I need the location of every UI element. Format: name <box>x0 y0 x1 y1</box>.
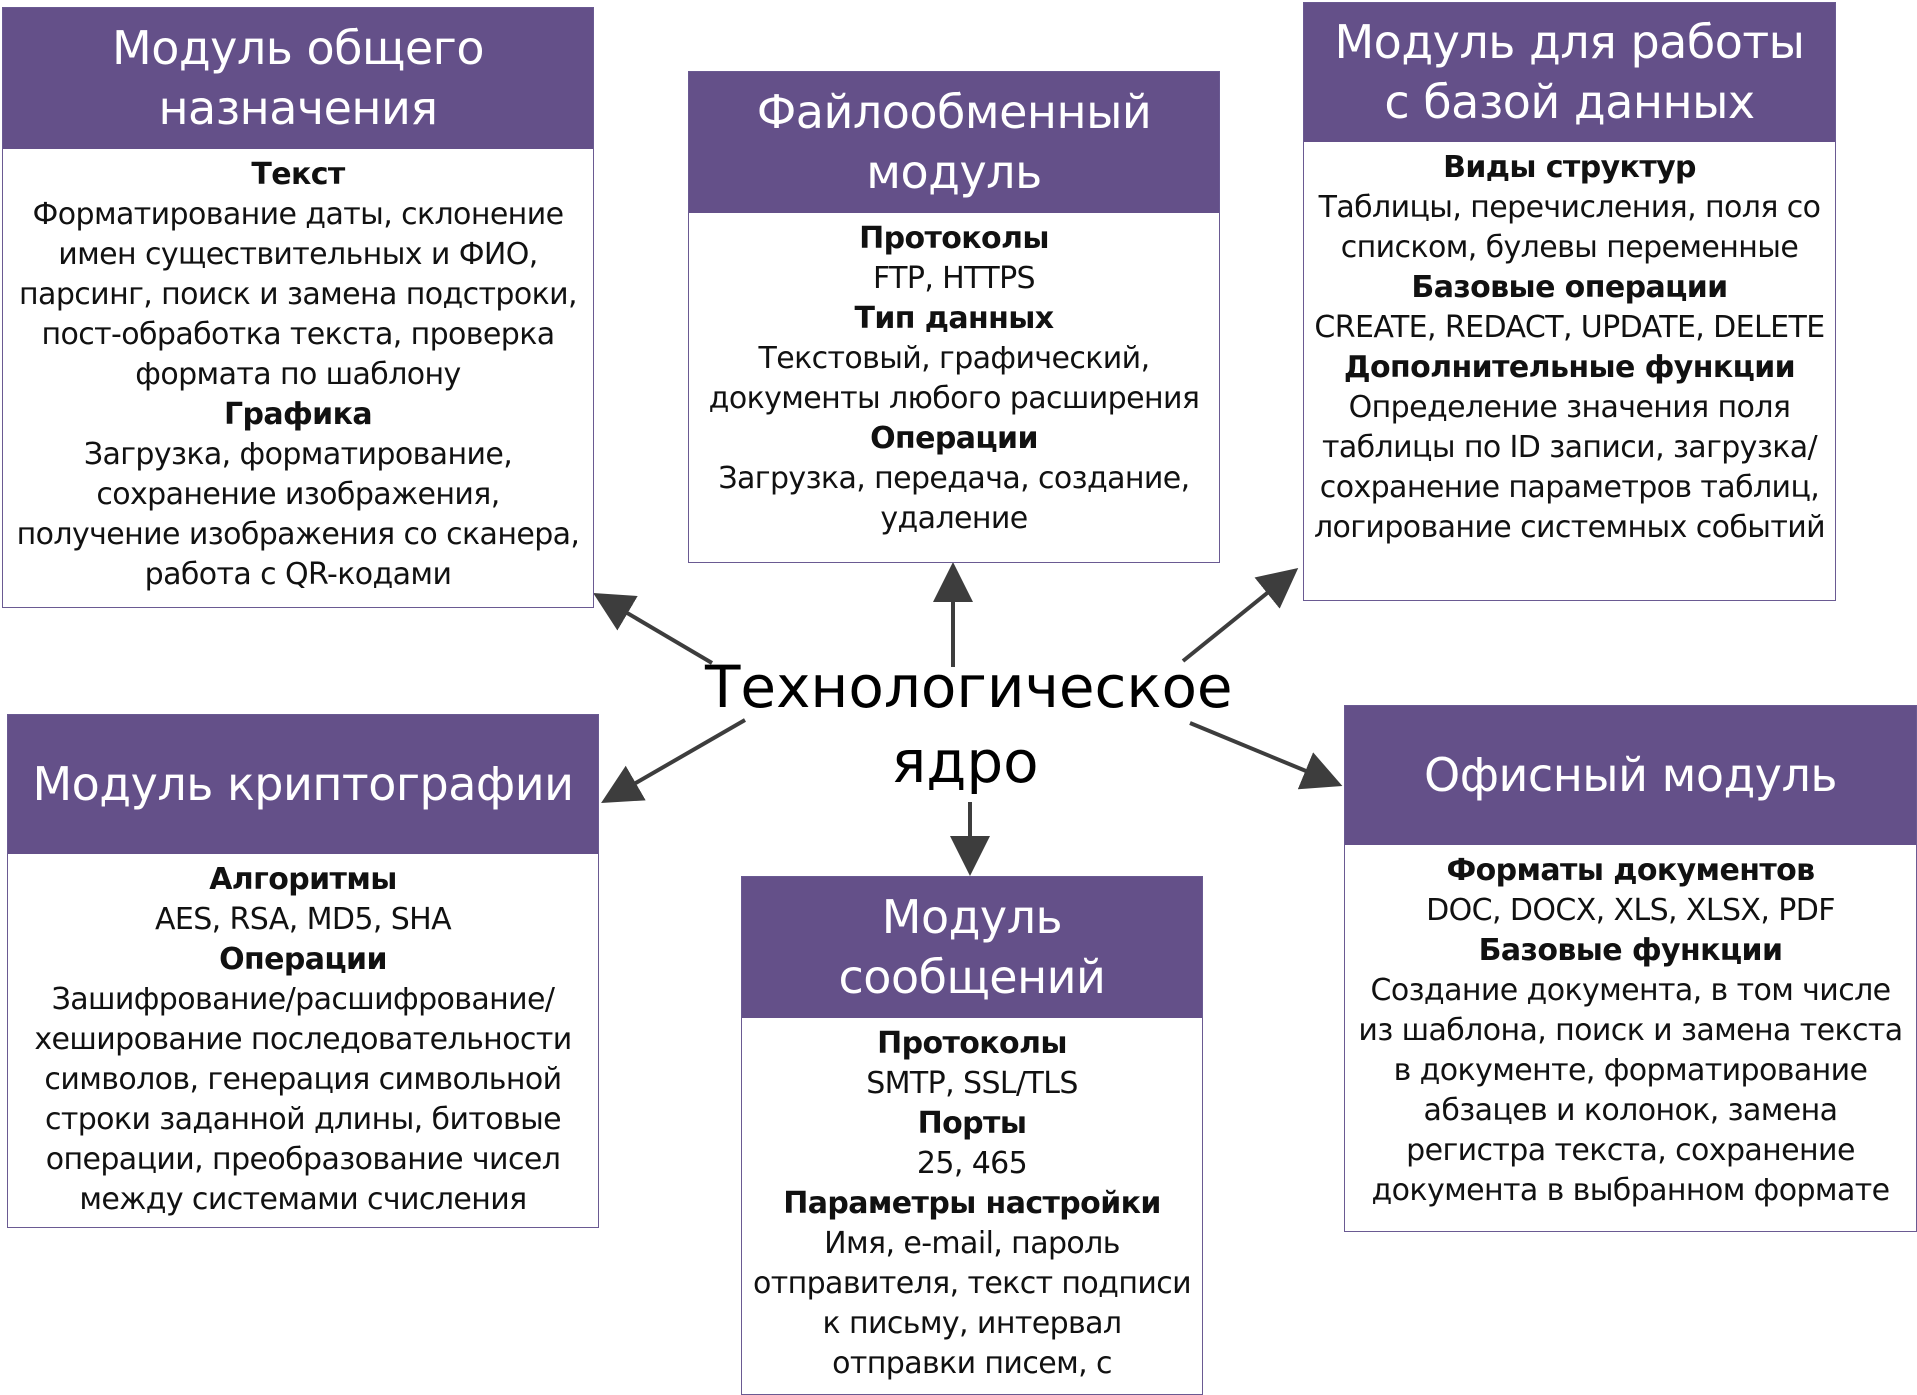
module-office-title-line1: Офисный модуль <box>1423 747 1838 802</box>
module-general: Модуль общего назначения Текст Форматиро… <box>2 7 594 608</box>
module-file: Файлообменный модуль Протоколы FTP, HTTP… <box>688 71 1220 563</box>
section-title: Порты <box>917 1106 1027 1141</box>
section-title: Параметры настройки <box>783 1186 1161 1221</box>
section-text: SMTP, SSL/TLS <box>866 1066 1078 1101</box>
section-title: Тип данных <box>854 301 1054 336</box>
module-database-title-line2: с базой данных <box>1384 74 1755 129</box>
module-crypto-title-line1: Модуль криптографии <box>32 756 574 811</box>
section-text: Форматирование даты, склонение имен суще… <box>19 197 578 392</box>
module-messages-body: Протоколы SMTP, SSL/TLS Порты 25, 465 Па… <box>742 1018 1202 1384</box>
module-messages: Модуль сообщений Протоколы SMTP, SSL/TLS… <box>741 876 1203 1395</box>
section-title: Графика <box>223 397 373 432</box>
section-title: Базовые операции <box>1411 270 1728 305</box>
module-general-header: Модуль общего назначения <box>3 8 593 149</box>
arrow-to-crypto-module <box>601 718 746 803</box>
section-title: Форматы документов <box>1446 853 1815 888</box>
arrow-to-general-module <box>593 592 714 665</box>
core-label-line2: ядро <box>891 728 1039 797</box>
section-text: DOC, DOCX, XLS, XLSX, PDF <box>1426 893 1835 928</box>
module-crypto: Модуль криптографии Алгоритмы AES, RSA, … <box>7 714 599 1228</box>
section-title: Протоколы <box>859 221 1049 256</box>
core-label: Технологическое ядро <box>705 650 1233 801</box>
section-text: 25, 465 <box>916 1146 1028 1181</box>
core-label-line1: Технологическое <box>705 653 1233 721</box>
module-messages-title-line2: сообщений <box>838 949 1106 1004</box>
module-crypto-body: Алгоритмы AES, RSA, MD5, SHA Операции За… <box>8 854 598 1220</box>
module-messages-title-line1: Модуль <box>881 889 1063 944</box>
section-text: Таблицы, перечисления, поля со списком, … <box>1318 190 1821 265</box>
section-title: Текст <box>251 157 345 192</box>
section-text: Создание документа, в том числе из шабло… <box>1358 973 1903 1208</box>
section-text: Загрузка, передача, создание, удаление <box>718 461 1190 536</box>
section-title: Протоколы <box>877 1026 1067 1061</box>
module-database-body: Виды структур Таблицы, перечисления, пол… <box>1304 142 1835 548</box>
section-text: Имя, e-mail, пароль отправителя, текст п… <box>752 1226 1192 1381</box>
module-office-header: Офисный модуль <box>1345 706 1916 845</box>
module-file-title-line2: модуль <box>866 144 1042 199</box>
section-text: Загрузка, форматирование, сохранение изо… <box>16 437 580 592</box>
module-file-body: Протоколы FTP, HTTPS Тип данных Текстовы… <box>689 213 1219 539</box>
module-general-title-line2: назначения <box>158 80 438 135</box>
section-text: Зашифрование/расшифрование/ хеширование … <box>34 982 572 1217</box>
section-title: Виды структур <box>1443 150 1696 185</box>
arrow-to-office-module <box>1189 721 1343 790</box>
module-office-body: Форматы документов DOC, DOCX, XLS, XLSX,… <box>1345 845 1916 1211</box>
section-title: Операции <box>870 421 1038 456</box>
module-file-title-line1: Файлообменный <box>756 84 1152 139</box>
module-file-header: Файлообменный модуль <box>689 72 1219 213</box>
module-database-header: Модуль для работы с базой данных <box>1304 3 1835 142</box>
module-general-title-line1: Модуль общего <box>112 20 484 75</box>
section-title: Базовые функции <box>1478 933 1783 968</box>
module-database: Модуль для работы с базой данных Виды ст… <box>1303 2 1836 601</box>
module-database-title-line1: Модуль для работы <box>1334 14 1805 69</box>
section-text: Определение значения поля таблицы по ID … <box>1313 390 1826 545</box>
module-crypto-header: Модуль криптографии <box>8 715 598 854</box>
section-title: Дополнительные функции <box>1343 350 1796 385</box>
section-text: Текстовый, графический, документы любого… <box>708 341 1200 416</box>
section-text: AES, RSA, MD5, SHA <box>154 902 452 937</box>
section-title: Алгоритмы <box>209 862 397 897</box>
arrow-to-database-module <box>1181 567 1299 663</box>
module-office: Офисный модуль Форматы документов DOC, D… <box>1344 705 1917 1232</box>
section-title: Операции <box>219 942 387 977</box>
module-messages-header: Модуль сообщений <box>742 877 1202 1018</box>
section-text: FTP, HTTPS <box>872 261 1036 296</box>
section-text: CREATE, REDACT, UPDATE, DELETE <box>1314 310 1825 345</box>
module-general-body: Текст Форматирование даты, склонение име… <box>3 149 593 595</box>
